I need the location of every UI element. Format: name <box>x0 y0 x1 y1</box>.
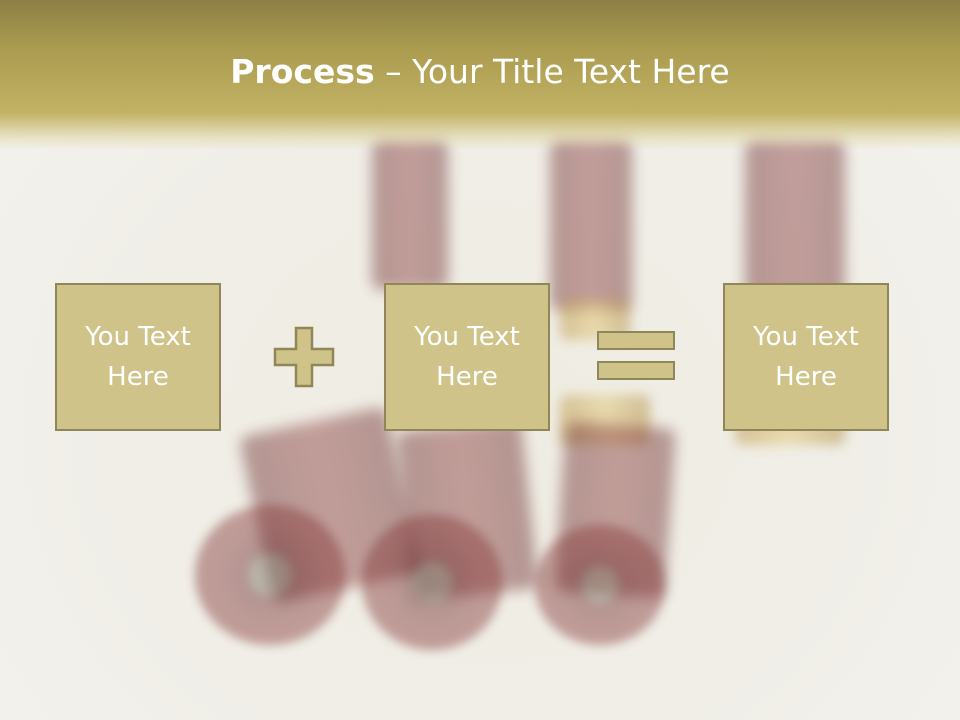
title-rest: – Your Title Text Here <box>374 52 730 91</box>
title-bar <box>0 0 960 150</box>
title-bold: Process <box>230 52 375 91</box>
text-box-3-line1: You Text <box>753 322 859 352</box>
plus-icon <box>273 326 335 388</box>
text-box-2-line2: Here <box>436 362 498 392</box>
text-box-3-line2: Here <box>775 362 837 392</box>
text-box-2-line1: You Text <box>414 322 520 352</box>
equals-icon <box>597 331 677 383</box>
equals-bar-bottom <box>597 361 675 380</box>
text-box-1[interactable]: You Text Here <box>55 283 221 431</box>
text-box-1-line2: Here <box>107 362 169 392</box>
text-box-3[interactable]: You Text Here <box>723 283 889 431</box>
text-box-2[interactable]: You Text Here <box>384 283 550 431</box>
text-box-1-line1: You Text <box>85 322 191 352</box>
slide-title[interactable]: Process – Your Title Text Here <box>0 52 960 91</box>
equals-bar-top <box>597 331 675 350</box>
